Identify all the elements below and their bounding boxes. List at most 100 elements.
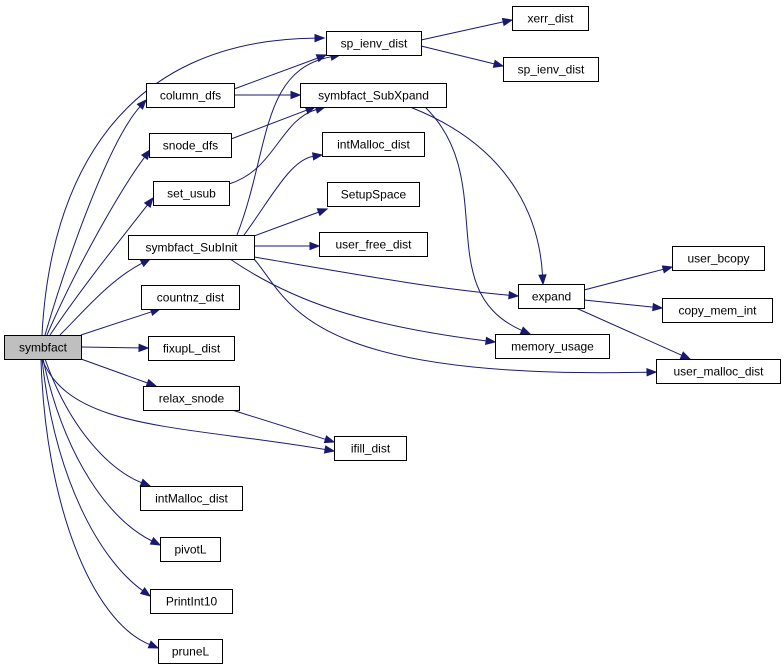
node-label: countnz_dist bbox=[157, 291, 225, 305]
node-box[interactable] bbox=[158, 639, 223, 664]
node-box[interactable] bbox=[153, 181, 230, 206]
node-label: symbfact bbox=[19, 341, 68, 355]
edge-line bbox=[229, 258, 487, 342]
node-label: copy_mem_int bbox=[678, 304, 757, 318]
node-user-bcopy[interactable]: user_bcopy bbox=[672, 246, 765, 271]
node-label: pivotL bbox=[174, 543, 206, 557]
edge-line bbox=[46, 156, 146, 336]
edge-expand-to-user_bcopy bbox=[583, 265, 674, 291]
arrowhead bbox=[323, 445, 336, 454]
node-intmalloc-dist-2[interactable]: intMalloc_dist bbox=[140, 486, 243, 511]
node-printint10[interactable]: PrintInt10 bbox=[150, 589, 233, 614]
node-user-malloc-dist[interactable]: user_malloc_dist bbox=[656, 359, 781, 384]
node-sp-ienv-dist-1[interactable]: sp_ienv_dist bbox=[326, 31, 422, 56]
edge-symbfact-to-intMalloc_dist_2 bbox=[44, 358, 152, 487]
arrowhead bbox=[485, 336, 497, 345]
edge-line bbox=[41, 37, 316, 336]
node-label: expand bbox=[532, 290, 571, 304]
node-box[interactable] bbox=[334, 436, 407, 461]
edge-symbfact_SubInit-to-SetupSpace bbox=[253, 208, 329, 237]
node-copy-mem-int[interactable]: copy_mem_int bbox=[662, 298, 773, 323]
node-box[interactable] bbox=[150, 589, 233, 614]
arrowhead bbox=[149, 536, 162, 546]
node-pivotl[interactable]: pivotL bbox=[160, 537, 221, 562]
node-label: snode_dfs bbox=[163, 139, 218, 153]
node-box[interactable] bbox=[149, 133, 232, 158]
node-box[interactable] bbox=[141, 285, 240, 310]
node-label: user_free_dist bbox=[335, 238, 412, 252]
node-box[interactable] bbox=[503, 57, 599, 82]
arrowhead bbox=[290, 90, 302, 100]
edge-symbfact-to-relax_snode bbox=[80, 358, 158, 387]
edge-sp_ienv_dist_1-to-sp_ienv_dist_2 bbox=[420, 45, 505, 68]
node-label: fixupL_dist bbox=[163, 342, 221, 356]
node-intmalloc-dist-1[interactable]: intMalloc_dist bbox=[322, 132, 425, 157]
node-label: pruneL bbox=[172, 645, 210, 659]
node-box[interactable] bbox=[143, 386, 240, 411]
node-box[interactable] bbox=[322, 132, 425, 157]
arrowhead bbox=[138, 343, 150, 353]
node-box[interactable] bbox=[512, 6, 589, 31]
edge-symbfact_SubInit-to-user_malloc_dist bbox=[253, 258, 658, 377]
arrowhead bbox=[508, 290, 520, 300]
node-user-free-dist[interactable]: user_free_dist bbox=[319, 232, 428, 257]
node-box[interactable] bbox=[327, 182, 420, 207]
arrowhead bbox=[646, 367, 658, 377]
edge-symbfact-to-countnz_dist bbox=[80, 307, 162, 336]
node-label: set_usub bbox=[167, 187, 216, 201]
edge-line bbox=[253, 256, 510, 296]
arrowhead bbox=[538, 274, 547, 286]
node-sp-ienv-dist-2[interactable]: sp_ienv_dist bbox=[503, 57, 599, 82]
edge-line bbox=[59, 262, 143, 336]
node-symbfact[interactable]: symbfact bbox=[4, 335, 82, 360]
node-symbfact-subinit[interactable]: symbfact_SubInit bbox=[128, 235, 255, 260]
edge-symbfact-to-PrintInt10 bbox=[41, 358, 152, 597]
edges bbox=[40, 17, 692, 649]
edge-line bbox=[231, 409, 326, 440]
node-box[interactable] bbox=[326, 31, 422, 56]
node-setupspace[interactable]: SetupSpace bbox=[327, 182, 420, 207]
node-box[interactable] bbox=[518, 284, 585, 309]
node-box[interactable] bbox=[4, 335, 82, 360]
arrowhead bbox=[652, 302, 664, 312]
node-fixupl-dist[interactable]: fixupL_dist bbox=[148, 336, 235, 361]
node-countnz-dist[interactable]: countnz_dist bbox=[141, 285, 240, 310]
edge-line bbox=[253, 258, 648, 374]
edge-symbfact-to-pivotL bbox=[42, 358, 162, 546]
edge-sp_ienv_dist_1-to-xerr_dist bbox=[420, 17, 514, 41]
node-set-usub[interactable]: set_usub bbox=[153, 181, 230, 206]
node-memory-usage[interactable]: memory_usage bbox=[495, 334, 610, 359]
node-box[interactable] bbox=[148, 336, 235, 361]
node-box[interactable] bbox=[319, 232, 428, 257]
node-column-dfs[interactable]: column_dfs bbox=[146, 83, 235, 108]
node-box[interactable] bbox=[128, 235, 255, 260]
arrowhead bbox=[145, 378, 158, 387]
node-label: symbfact_SubXpand bbox=[318, 89, 429, 103]
node-label: relax_snode bbox=[159, 392, 225, 406]
edge-symbfact_SubInit-to-expand bbox=[253, 256, 520, 300]
node-label: sp_ienv_dist bbox=[518, 63, 585, 77]
edge-symbfact_SubXpand-to-memory_usage bbox=[424, 106, 532, 335]
edge-relax_snode-to-ifill_dist bbox=[231, 409, 336, 444]
node-box[interactable] bbox=[300, 83, 447, 108]
node-snode-dfs[interactable]: snode_dfs bbox=[149, 133, 232, 158]
node-prunel[interactable]: pruneL bbox=[158, 639, 223, 664]
node-expand[interactable]: expand bbox=[518, 284, 585, 309]
node-relax-snode[interactable]: relax_snode bbox=[143, 386, 240, 411]
node-box[interactable] bbox=[672, 246, 765, 271]
edge-snode_dfs-to-symbfact_SubXpand bbox=[230, 106, 317, 140]
node-box[interactable] bbox=[495, 334, 610, 359]
node-ifill-dist[interactable]: ifill_dist bbox=[334, 436, 407, 461]
node-box[interactable] bbox=[656, 359, 781, 384]
node-box[interactable] bbox=[146, 83, 235, 108]
edge-symbfact-to-set_usub bbox=[49, 196, 154, 336]
node-box[interactable] bbox=[140, 486, 243, 511]
arrowhead bbox=[139, 258, 152, 268]
node-symbfact-subxpand[interactable]: symbfact_SubXpand bbox=[300, 83, 447, 108]
arrowhead bbox=[323, 435, 336, 444]
node-box[interactable] bbox=[160, 537, 221, 562]
node-xerr-dist[interactable]: xerr_dist bbox=[512, 6, 589, 31]
node-label: user_malloc_dist bbox=[673, 365, 764, 379]
node-box[interactable] bbox=[662, 298, 773, 323]
